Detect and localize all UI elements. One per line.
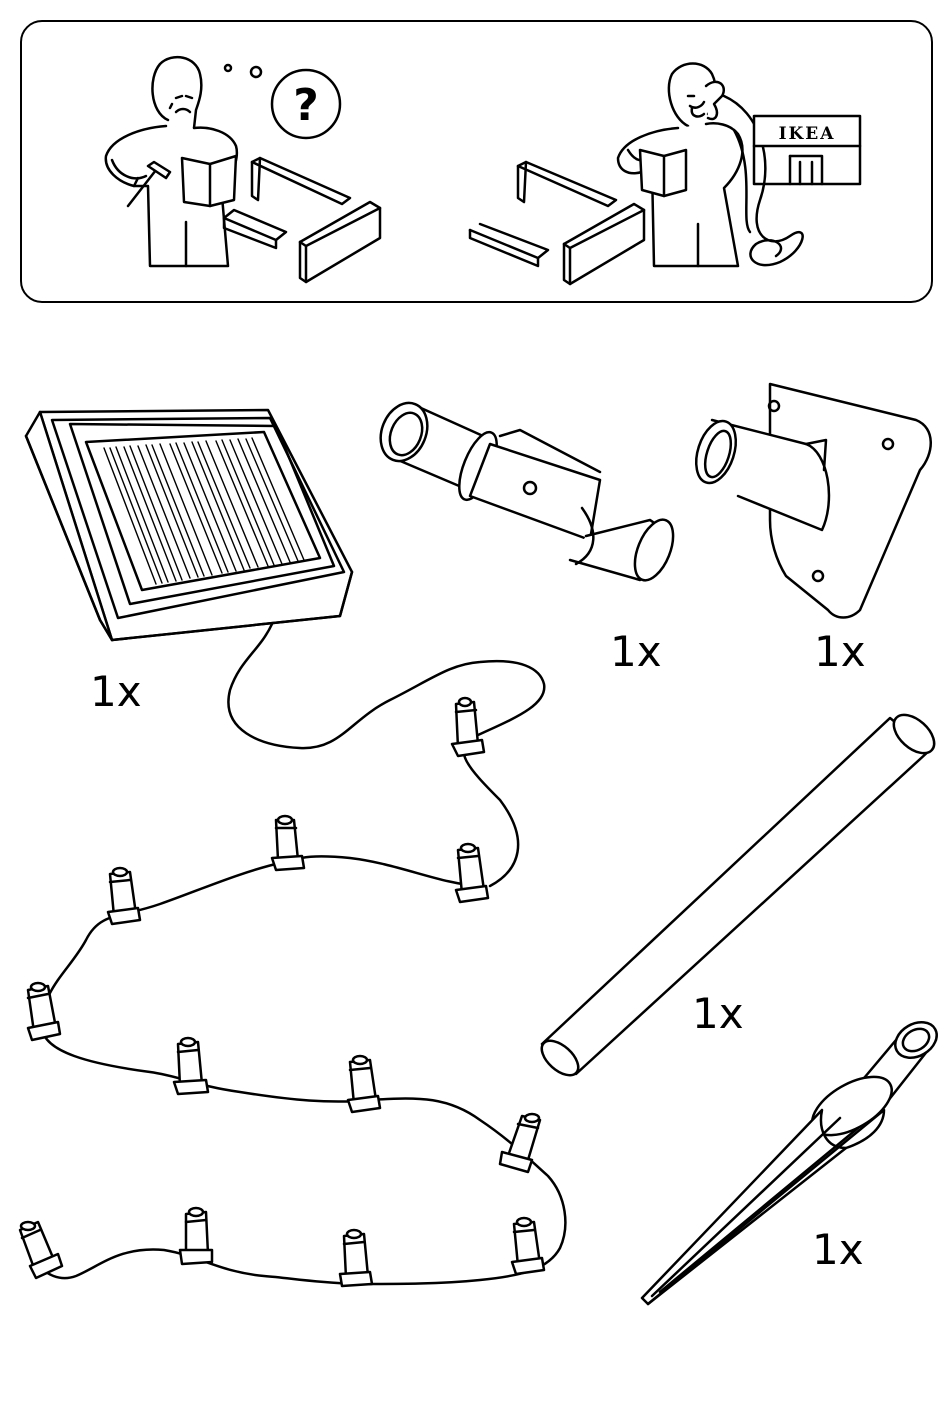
led-bulb-icon	[272, 816, 304, 870]
wall-bracket-icon	[689, 384, 931, 618]
led-bulb-icon	[348, 1056, 380, 1112]
led-bulb-icon	[512, 1218, 544, 1274]
led-bulb-icon	[108, 868, 140, 924]
led-bulb-icon	[28, 983, 60, 1040]
led-bulb-icon	[180, 1208, 212, 1264]
solar-panel-icon	[26, 410, 352, 640]
store-sign-text: IKEA	[779, 124, 836, 144]
led-bulb-icon	[174, 1038, 208, 1094]
light-string-cable	[228, 624, 544, 886]
furniture-parts-left-icon	[224, 158, 380, 282]
led-bulb-icon	[452, 698, 484, 756]
wall-bracket-quantity: 1x	[814, 627, 866, 676]
ground-spike-icon	[642, 1015, 943, 1304]
pipe-connector-icon	[372, 396, 680, 586]
led-bulb-icon	[340, 1230, 372, 1286]
led-bulb-icon	[20, 1222, 62, 1278]
led-bulb-icon	[456, 844, 488, 902]
solar-panel-quantity: 1x	[90, 667, 142, 716]
furniture-parts-right-icon	[470, 162, 644, 284]
question-mark-text: ?	[293, 80, 319, 131]
pipe-connector-quantity: 1x	[610, 627, 662, 676]
ground-spike-quantity: 1x	[812, 1225, 864, 1274]
pole-quantity: 1x	[692, 989, 744, 1038]
phone-call-person-icon	[618, 64, 803, 267]
